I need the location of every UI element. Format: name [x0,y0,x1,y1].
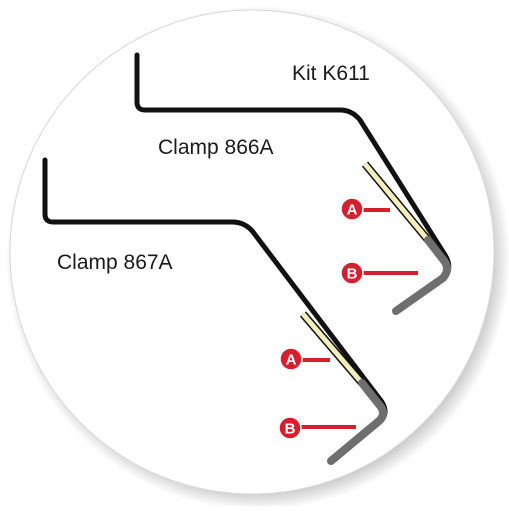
clamp-867a-marker-a: A [279,347,303,371]
clamp-866a-marker-a-text: A [347,202,358,219]
kit-label: Kit K611 [292,62,370,85]
clamp-867a-sleeve-b [327,379,388,465]
clamp-866a-sleeve-b [392,236,452,315]
clamp-867a-marker-b-text: B [285,421,296,438]
clamp-867a-marker-a-text: A [286,352,297,369]
clamp-866a-marker-b-text: B [347,266,358,283]
clamp-866a-marker-a: A [340,197,364,221]
clamp-866a-marker-b: B [340,261,364,285]
clamp-866a [134,52,452,315]
clamp-867a [42,157,388,465]
clamp-866a-label: Clamp 866A [158,136,274,159]
clamp-867a-label: Clamp 867A [57,251,173,274]
clamp-867a-sleeve-a-fill [301,312,364,385]
clamp-867a-marker-b: B [278,416,302,440]
circle-background [9,9,495,495]
clamp-866a-sleeve-a-fill [363,162,430,242]
